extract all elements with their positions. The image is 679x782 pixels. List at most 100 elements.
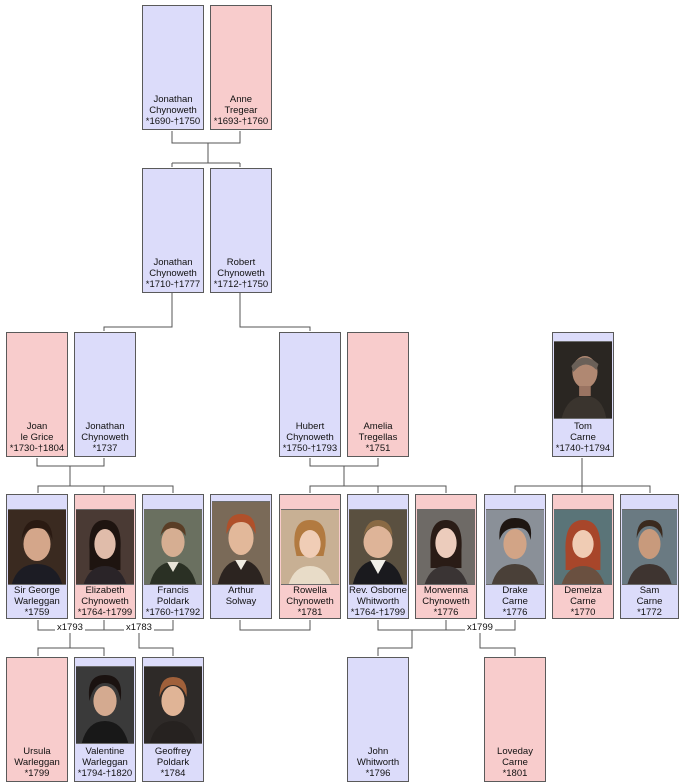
person-card-rowella-chynoweth-1781[interactable]: Rowella Chynoweth *1781 [279, 494, 341, 619]
surname: Chynoweth [422, 596, 470, 607]
portrait-photo [76, 666, 134, 744]
person-card-tom-carne-1740[interactable]: Tom Carne *1740-†1794 [552, 332, 614, 457]
surname: Carne [570, 432, 596, 443]
person-info: Anne Tregear *1693-†1760 [211, 94, 271, 127]
person-card-ursula-warleggan-1799[interactable]: Ursula Warleggan *1799 [6, 657, 68, 782]
person-card-jonathan-chynoweth-1710[interactable]: Jonathan Chynoweth *1710-†1777 [142, 168, 204, 293]
life-dates: *1796 [365, 768, 391, 779]
portrait-photo [144, 666, 202, 744]
person-card-arthur-solway[interactable]: Arthur Solway [210, 494, 272, 619]
portrait-photo [281, 509, 339, 585]
person-card-osborne-whitworth-1764[interactable]: Rev. Osborne Whitworth *1764-†1799 [347, 494, 409, 619]
life-dates: *1712-†1750 [213, 279, 269, 290]
marriage-label-elizabeth-francis: x1783 [124, 622, 154, 633]
surname: Carne [502, 757, 528, 768]
person-info: Rowella Chynoweth *1781 [280, 585, 340, 618]
first-name: Amelia [363, 421, 393, 432]
person-info: Francis Poldark *1760-†1792 [143, 585, 203, 618]
first-name: Jonathan [153, 94, 193, 105]
portrait-photo [212, 501, 270, 585]
person-info: Arthur Solway [211, 585, 271, 607]
person-info: Amelia Tregellas *1751 [348, 421, 408, 454]
first-name: Jonathan [153, 257, 193, 268]
person-card-demelza-carne-1770[interactable]: Demelza Carne *1770 [552, 494, 614, 619]
first-name: Valentine [85, 746, 125, 757]
first-name: John [367, 746, 389, 757]
person-info: Elizabeth Chynoweth *1764-†1799 [75, 585, 135, 618]
first-name: Drake [502, 585, 528, 596]
person-info: Demelza Carne *1770 [553, 585, 613, 618]
person-card-anne-tregear-1693[interactable]: Anne Tregear *1693-†1760 [210, 5, 272, 130]
first-name: Demelza [564, 585, 602, 596]
surname: Chynoweth [286, 596, 334, 607]
life-dates: *1776 [433, 607, 459, 618]
person-info: Rev. Osborne Whitworth *1764-†1799 [348, 585, 408, 618]
surname: Solway [225, 596, 257, 607]
person-card-robert-chynoweth-1712[interactable]: Robert Chynoweth *1712-†1750 [210, 168, 272, 293]
surname: Whitworth [356, 596, 400, 607]
person-card-joan-le-grice-1730[interactable]: Joan le Grice *1730-†1804 [6, 332, 68, 457]
person-card-george-warleggan-1759[interactable]: Sir George Warleggan *1759 [6, 494, 68, 619]
person-card-elizabeth-chynoweth-1764[interactable]: Elizabeth Chynoweth *1764-†1799 [74, 494, 136, 619]
person-card-sam-carne-1772[interactable]: Sam Carne *1772 [620, 494, 679, 619]
life-dates: *1772 [637, 607, 662, 618]
life-dates: *1770 [570, 607, 596, 618]
life-dates: *1730-†1804 [9, 443, 65, 454]
person-card-john-whitworth-1796[interactable]: John Whitworth *1796 [347, 657, 409, 782]
first-name: Ursula [23, 746, 51, 757]
life-dates: *1690-†1750 [145, 116, 201, 127]
person-info: Loveday Carne *1801 [485, 746, 545, 779]
person-info: Ursula Warleggan *1799 [7, 746, 67, 779]
life-dates: *1784 [160, 768, 186, 779]
person-card-valentine-warleggan-1794[interactable]: Valentine Warleggan *1794-†1820 [74, 657, 136, 782]
life-dates: *1710-†1777 [145, 279, 201, 290]
person-info: John Whitworth *1796 [348, 746, 408, 779]
surname: Poldark [156, 596, 190, 607]
person-card-hubert-chynoweth-1750[interactable]: Hubert Chynoweth *1750-†1793 [279, 332, 341, 457]
person-card-morwenna-chynoweth-1776[interactable]: Morwenna Chynoweth *1776 [415, 494, 477, 619]
portrait-photo [144, 509, 202, 585]
first-name: Rev. Osborne [349, 585, 407, 596]
person-card-amelia-tregellas-1751[interactable]: Amelia Tregellas *1751 [347, 332, 409, 457]
life-dates: *1759 [24, 607, 50, 618]
first-name: Robert [226, 257, 256, 268]
first-name: Tom [574, 421, 592, 432]
person-card-jonathan-chynoweth-1737[interactable]: Jonathan Chynoweth *1737 [74, 332, 136, 457]
person-card-jonathan-chynoweth-1690[interactable]: Jonathan Chynoweth *1690-†1750 [142, 5, 204, 130]
surname: Carne [570, 596, 596, 607]
person-info: Jonathan Chynoweth *1737 [75, 421, 135, 454]
person-info: Geoffrey Poldark *1784 [143, 746, 203, 779]
first-name: Anne [229, 94, 253, 105]
life-dates: *1764-†1799 [350, 607, 406, 618]
person-info: Drake Carne *1776 [485, 585, 545, 618]
person-info: Jonathan Chynoweth *1690-†1750 [143, 94, 203, 127]
first-name: Loveday [497, 746, 533, 757]
surname: Chynoweth [217, 268, 265, 279]
life-dates: *1764-†1799 [77, 607, 133, 618]
surname: Warleggan [14, 757, 60, 768]
life-dates: *1740-†1794 [555, 443, 611, 454]
surname: Chynoweth [81, 432, 129, 443]
portrait-photo [554, 341, 612, 419]
person-info: Tom Carne *1740-†1794 [553, 421, 613, 454]
marriage-label-george-elizabeth: x1793 [55, 622, 85, 633]
first-name: Hubert [295, 421, 325, 432]
person-card-francis-poldark-1760[interactable]: Francis Poldark *1760-†1792 [142, 494, 204, 619]
portrait-photo [349, 509, 407, 585]
life-dates: *1760-†1792 [145, 607, 201, 618]
person-info: Morwenna Chynoweth *1776 [416, 585, 476, 618]
life-dates: *1794-†1820 [77, 768, 133, 779]
surname: Carne [636, 596, 663, 607]
first-name: Sam [639, 585, 660, 596]
first-name: Sir George [14, 585, 60, 596]
person-info: Sir George Warleggan *1759 [7, 585, 67, 618]
person-card-geoffrey-poldark-1784[interactable]: Geoffrey Poldark *1784 [142, 657, 204, 782]
first-name: Elizabeth [85, 585, 125, 596]
life-dates: *1737 [92, 443, 118, 454]
surname: Chynoweth [81, 596, 129, 607]
surname: Poldark [156, 757, 190, 768]
person-card-drake-carne-1776[interactable]: Drake Carne *1776 [484, 494, 546, 619]
person-card-loveday-carne-1801[interactable]: Loveday Carne *1801 [484, 657, 546, 782]
first-name: Morwenna [423, 585, 469, 596]
person-info: Jonathan Chynoweth *1710-†1777 [143, 257, 203, 290]
